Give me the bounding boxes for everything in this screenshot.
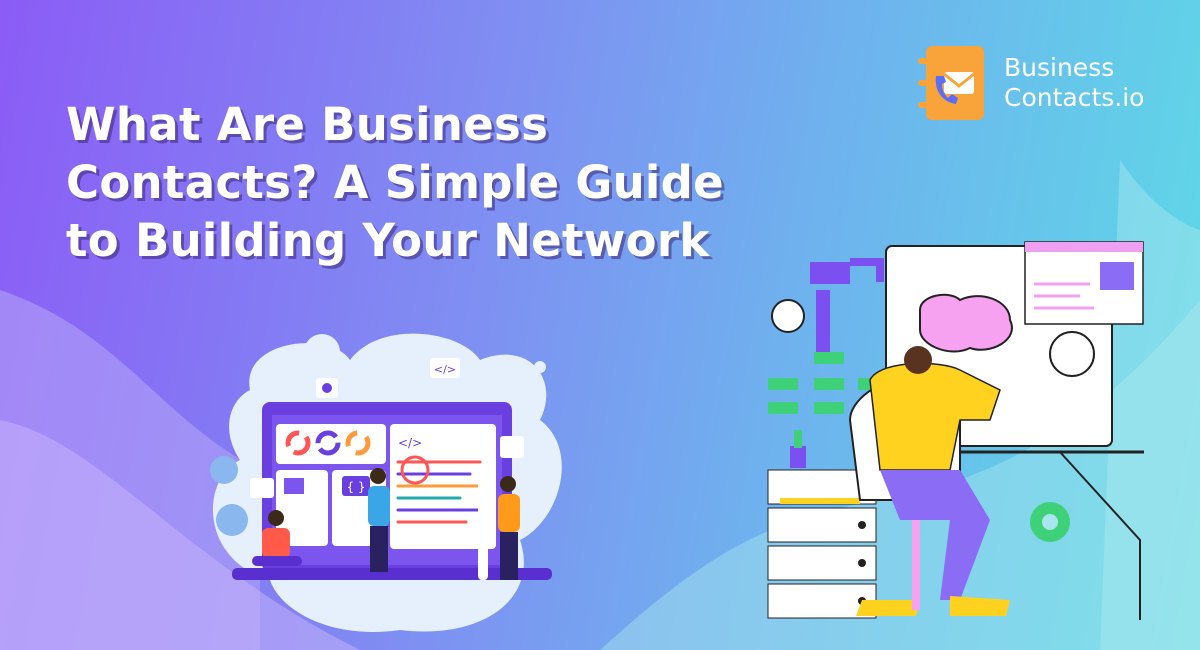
person-at-desk: [848, 346, 1010, 616]
code-tag-label: </>: [398, 436, 422, 450]
logo-text-line-1: Business: [1004, 53, 1115, 82]
brand-logo: Business Contacts.io: [918, 46, 1144, 120]
floating-icons: </>: [210, 358, 524, 536]
braces-label: { }: [346, 480, 365, 494]
headline-line-2: Contacts? A Simple Guide: [66, 156, 724, 209]
headline-line-1: What Are Business: [66, 98, 549, 151]
headline: What Are Business Contacts? A Simple Gui…: [66, 96, 786, 270]
robot-arm: [771, 258, 884, 360]
logo-text-line-2: Contacts.io: [1004, 83, 1145, 112]
headline-line-3: to Building Your Network: [66, 214, 710, 267]
people-left: [252, 468, 520, 580]
address-book-envelope-phone-icon: [918, 46, 984, 120]
floating-code-tag: </>: [434, 363, 456, 376]
